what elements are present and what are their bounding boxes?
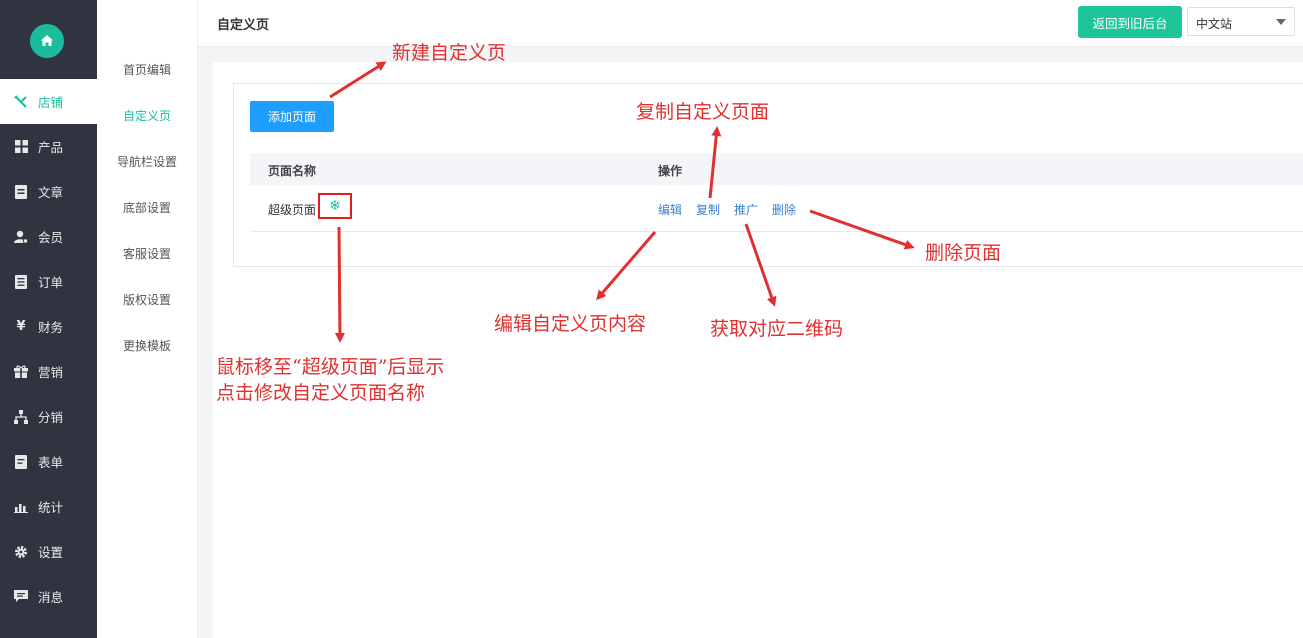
subnav-item-custom-page[interactable]: 自定义页 xyxy=(122,109,171,123)
nav-item-distribution[interactable]: 分销 xyxy=(0,394,97,439)
edit-link[interactable]: 编辑 xyxy=(658,203,683,217)
list-icon xyxy=(14,274,28,289)
table-header: 页面名称 操作 xyxy=(250,153,1303,185)
gear-icon xyxy=(14,545,28,559)
table-row: 超级页面 ❄ 编辑 复制 推广 删除 xyxy=(250,185,1303,232)
nav-item-statistics[interactable]: 统计 xyxy=(0,484,97,529)
main-content: 添加页面 页面名称 操作 超级页面 ❄ 编辑 复制 推广 删除 xyxy=(213,62,1303,638)
site-select[interactable]: 中文站 xyxy=(1187,7,1295,36)
message-icon xyxy=(14,590,28,604)
grid-icon xyxy=(14,140,28,154)
top-bar: 自定义页 返回到旧后台 中文站 xyxy=(198,0,1303,47)
nav-item-articles[interactable]: 文章 xyxy=(0,169,97,214)
subnav-item-footer-settings[interactable]: 底部设置 xyxy=(122,201,171,215)
home-button[interactable] xyxy=(30,24,64,58)
column-header-name: 页面名称 xyxy=(268,164,317,178)
page-title: 自定义页 xyxy=(217,18,270,33)
tools-icon xyxy=(14,94,28,109)
nav-item-label: 产品 xyxy=(38,140,64,155)
annotation-rename-line2: 点击修改自定义页面名称 xyxy=(216,382,426,404)
nav-item-label: 分销 xyxy=(38,410,64,425)
gift-icon xyxy=(14,365,28,379)
nav-item-members[interactable]: 会员 xyxy=(0,214,97,259)
subnav-item-home-edit[interactable]: 首页编辑 xyxy=(122,63,171,77)
promote-link[interactable]: 推广 xyxy=(734,203,759,217)
main-sidebar: 店铺 产品 文章 会员 订单 ¥ 财务 营销 分 xyxy=(0,0,97,638)
delete-link[interactable]: 删除 xyxy=(772,203,797,217)
nav-item-label: 店铺 xyxy=(38,95,64,110)
nav-item-label: 消息 xyxy=(38,590,64,605)
pages-panel: 添加页面 页面名称 操作 超级页面 ❄ 编辑 复制 推广 删除 xyxy=(233,83,1303,267)
nav-item-messages[interactable]: 消息 xyxy=(0,574,97,619)
nav-item-marketing[interactable]: 营销 xyxy=(0,349,97,394)
annotation-qr-code: 获取对应二维码 xyxy=(710,318,844,340)
subnav-item-copyright-settings[interactable]: 版权设置 xyxy=(122,293,171,307)
annotation-copy-page: 复制自定义页面 xyxy=(636,101,770,123)
sub-sidebar: 首页编辑 自定义页 导航栏设置 底部设置 客服设置 版权设置 更换模板 xyxy=(97,0,198,638)
user-icon xyxy=(14,230,28,244)
nav-item-label: 文章 xyxy=(38,185,64,200)
nav-item-label: 营销 xyxy=(38,365,64,380)
nav-item-label: 表单 xyxy=(38,455,64,470)
nav-item-label: 会员 xyxy=(38,230,64,245)
annotation-edit-content: 编辑自定义页内容 xyxy=(494,313,647,335)
copy-link[interactable]: 复制 xyxy=(696,203,721,217)
back-to-old-admin-button[interactable]: 返回到旧后台 xyxy=(1078,6,1182,38)
page-name: 超级页面 xyxy=(268,203,317,217)
nav-item-orders[interactable]: 订单 xyxy=(0,259,97,304)
nav-item-store[interactable]: 店铺 xyxy=(0,79,97,124)
add-page-button[interactable]: 添加页面 xyxy=(250,101,334,132)
nav-item-settings[interactable]: 设置 xyxy=(0,529,97,574)
document-icon xyxy=(14,184,28,199)
rename-icon[interactable]: ❄ xyxy=(318,193,352,219)
nav-item-forms[interactable]: 表单 xyxy=(0,439,97,484)
nav-item-products[interactable]: 产品 xyxy=(0,124,97,169)
nav-item-label: 设置 xyxy=(38,545,64,560)
column-header-actions: 操作 xyxy=(658,164,683,178)
annotation-rename-line1: 鼠标移至“超级页面”后显示 xyxy=(216,356,445,378)
subnav-item-service-settings[interactable]: 客服设置 xyxy=(122,247,171,261)
chart-icon xyxy=(14,500,28,514)
chevron-down-icon xyxy=(1276,19,1286,25)
form-icon xyxy=(14,454,28,469)
annotation-new-page: 新建自定义页 xyxy=(392,42,507,64)
nav-item-label: 财务 xyxy=(38,320,64,335)
nav-item-label: 订单 xyxy=(38,275,64,290)
hierarchy-icon xyxy=(14,409,28,424)
home-icon xyxy=(41,35,53,46)
subnav-item-navbar-settings[interactable]: 导航栏设置 xyxy=(116,155,177,169)
annotation-delete-page: 删除页面 xyxy=(925,242,1002,264)
nav-item-finance[interactable]: ¥ 财务 xyxy=(0,304,97,349)
nav-item-label: 统计 xyxy=(38,500,64,515)
subnav-item-change-template[interactable]: 更换模板 xyxy=(122,339,171,353)
site-select-value: 中文站 xyxy=(1196,17,1233,31)
yen-icon: ¥ xyxy=(16,319,26,334)
